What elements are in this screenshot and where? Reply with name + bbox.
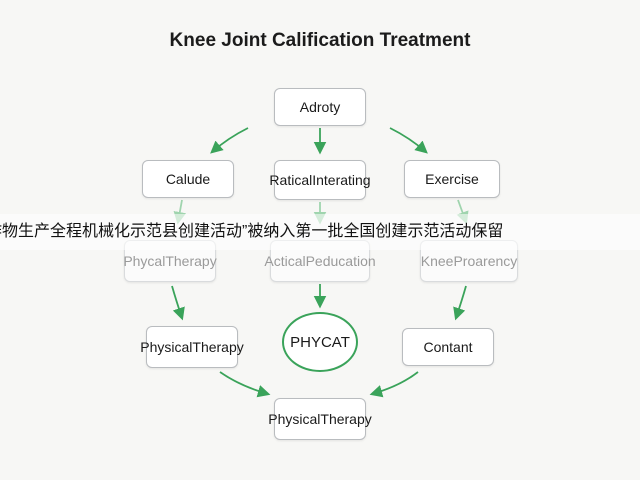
arrow-left2-left3	[171, 285, 185, 321]
page-title: Knee Joint Calification Treatment	[169, 30, 471, 51]
node-left1: Calude	[142, 160, 234, 198]
arrow-right2-right3	[453, 285, 467, 321]
node-center: PHYCAT	[282, 312, 358, 372]
overlay-caption-text: 作物生产全程机械化示范县创建活动”被纳入第一批全国创建示范活动保留	[0, 214, 640, 250]
arrow-right3-bottom	[369, 371, 419, 398]
arrow-top-left1	[210, 127, 249, 154]
node-top: Adroty	[274, 88, 366, 126]
node-bottom: Physical Therapy	[268, 398, 372, 440]
arrow-top-right1	[389, 127, 428, 154]
arrow-left3-bottom	[219, 371, 271, 398]
node-mid1: Ratical Interating	[269, 160, 371, 200]
node-right1: Exercise	[404, 160, 500, 198]
node-left3: Physical Therapy	[140, 326, 244, 368]
node-right3: Contant	[402, 328, 494, 366]
